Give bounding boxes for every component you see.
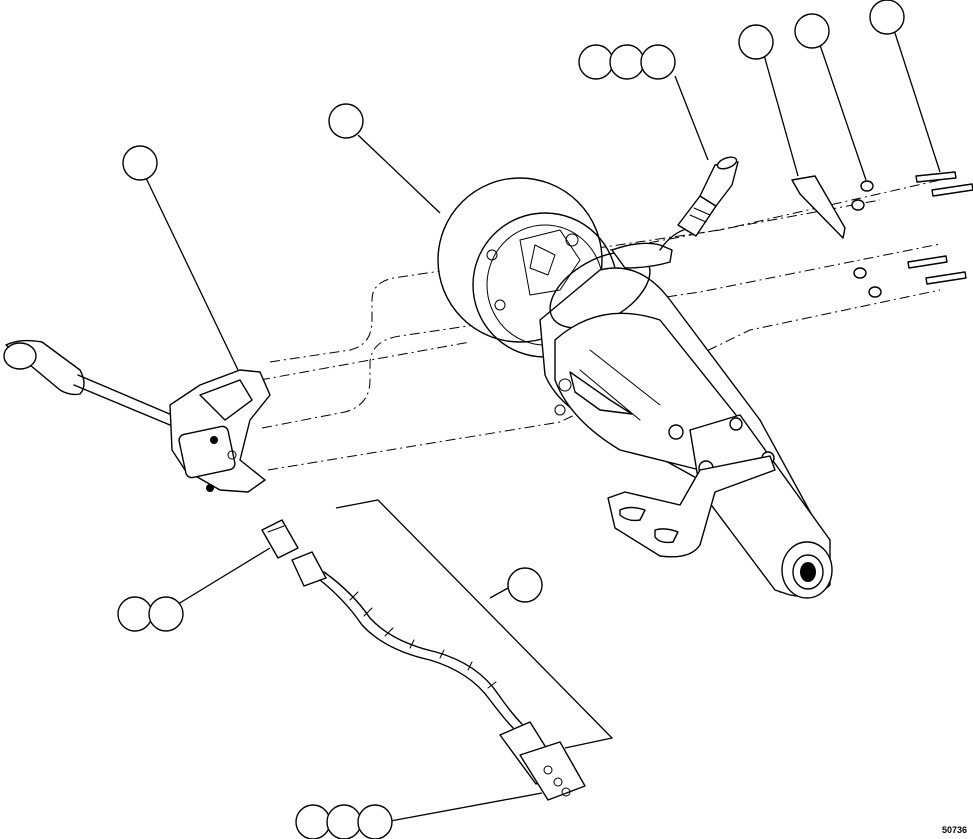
switch-lever-assembly xyxy=(3,339,271,493)
leader-lines xyxy=(145,29,941,823)
small-connector xyxy=(261,519,327,587)
callout-wiper-switch-a xyxy=(578,44,614,80)
harness-group-bracket xyxy=(335,499,614,749)
figure-id-label: 50736 xyxy=(941,825,967,835)
callout-bracket xyxy=(738,24,774,60)
hardware-top-right xyxy=(791,171,973,298)
callout-harness xyxy=(507,567,543,603)
callout-bolt xyxy=(869,0,905,35)
callout-wiper-switch-b xyxy=(609,44,645,80)
callouts xyxy=(117,0,905,839)
wiring-harness xyxy=(319,571,586,801)
callout-washer xyxy=(794,13,830,49)
callout-wiper-switch-c xyxy=(640,44,676,80)
callout-switch-lever xyxy=(122,145,158,181)
steering-column xyxy=(437,177,833,599)
callout-connector-large-b xyxy=(326,804,362,839)
callout-connector-large-a xyxy=(295,804,331,839)
callout-column-housing xyxy=(328,103,364,139)
callout-connector-small-b xyxy=(148,596,184,632)
callout-connector-large-c xyxy=(357,804,393,839)
callout-connector-small-a xyxy=(117,596,153,632)
wiper-switch-stalk xyxy=(611,156,739,269)
